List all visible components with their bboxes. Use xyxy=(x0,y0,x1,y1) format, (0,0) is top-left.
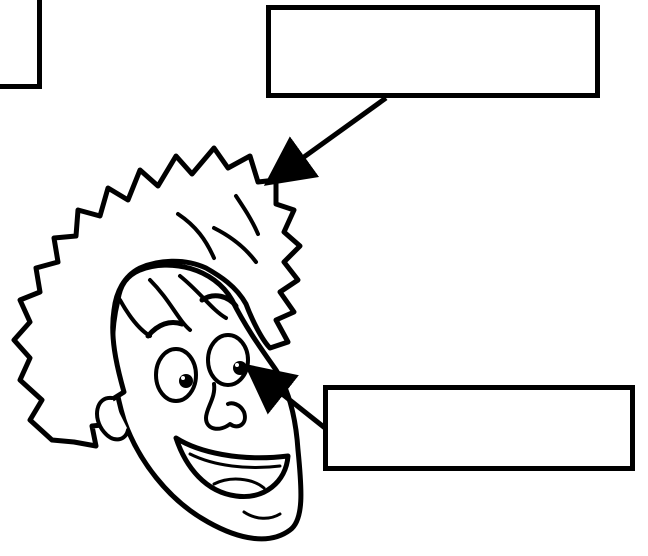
arrow-to-hair xyxy=(272,98,386,180)
label-box-hair[interactable] xyxy=(266,5,600,98)
right-pupil xyxy=(233,361,247,375)
cartoon-head-illustration xyxy=(14,148,301,539)
right-eye-glint xyxy=(235,363,239,367)
left-pupil xyxy=(179,374,193,388)
right-eye xyxy=(208,335,248,385)
label-box-top-left[interactable] xyxy=(0,0,42,89)
left-eye-glint xyxy=(181,376,185,380)
left-eye xyxy=(156,349,196,401)
label-box-eye[interactable] xyxy=(323,385,635,471)
